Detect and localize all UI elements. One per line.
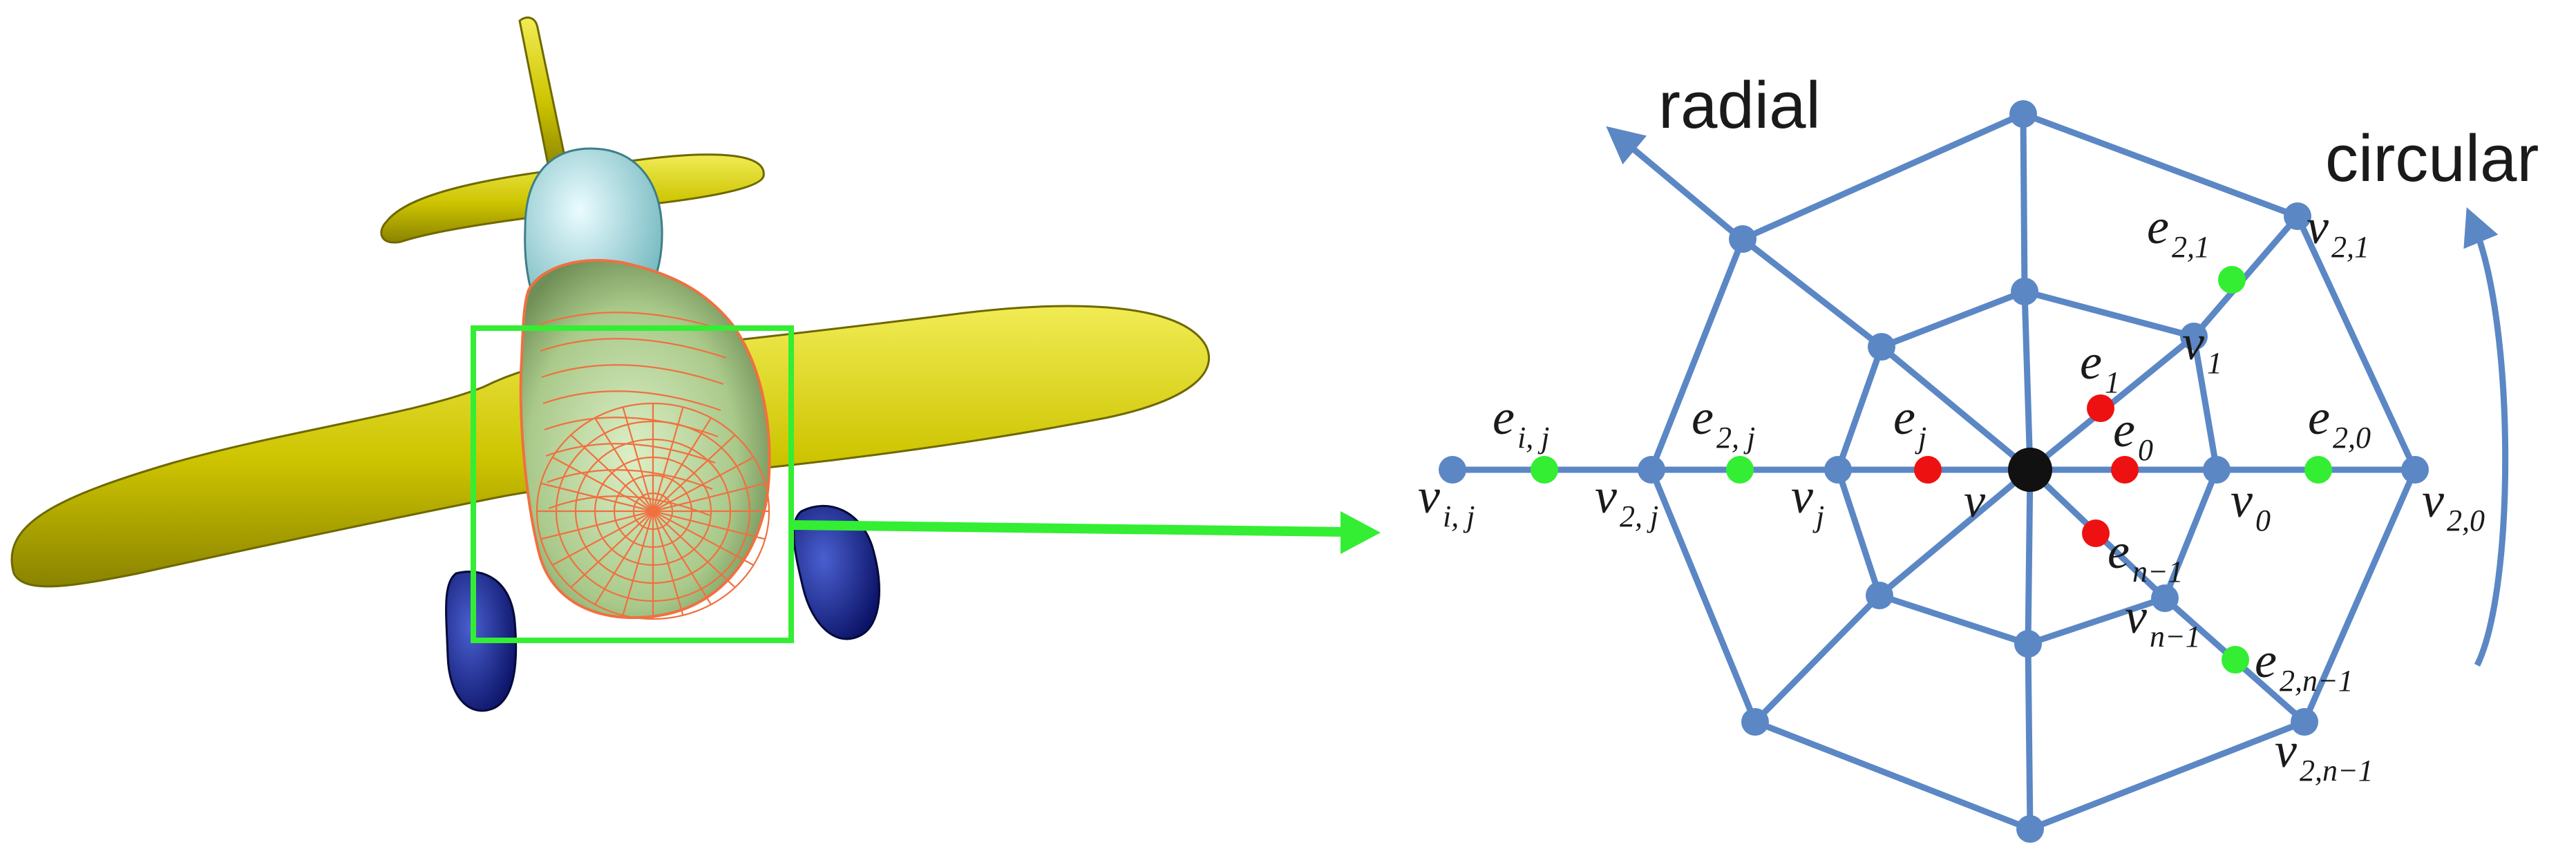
vertex-edge-labels: vi, j v2, j vj v0 v2,0 v1 v2,1 vn−1 v2,n−1 ei, j e… (1418, 199, 2485, 788)
label-v-n1: vn−1 (2125, 589, 2201, 654)
vertex-v20 (2401, 456, 2429, 484)
mesh-edge-vB1-vn1 (2025, 595, 2168, 647)
label-e-j: ej (1893, 390, 1926, 455)
edge-point-e_1 (2087, 394, 2114, 422)
mesh-edge-vTL1-vj (1835, 343, 1885, 473)
mesh-edge-v21-vT2 (2020, 111, 2301, 220)
vertex-v2j (1638, 456, 1665, 484)
vertex-center (2008, 448, 2052, 492)
label-e-21: e2,1 (2147, 199, 2210, 264)
label-e-2j: e2, j (1692, 390, 1755, 455)
circular-label: circular (2325, 122, 2539, 195)
vertex-vT1 (2011, 278, 2038, 305)
mesh-edge-v-vB1 (2025, 466, 2034, 647)
mesh-edge-vj-vBL1 (1835, 466, 1883, 599)
vertex-vj (1824, 456, 1852, 484)
label-e-ij: ei, j (1493, 390, 1549, 455)
radial-label: radial (1658, 68, 1821, 142)
vertex-vij (1439, 456, 1466, 484)
highlight-box (471, 325, 794, 643)
vertex-vTL2 (1729, 225, 1756, 253)
fuselage (519, 259, 771, 620)
radial-arrow (1606, 126, 1743, 242)
vertex-vTL1 (1868, 333, 1895, 361)
edge-point-e_2j (1726, 456, 1754, 484)
label-v-2j: v2, j (1595, 468, 1658, 533)
label-v-20: v2,0 (2422, 473, 2485, 537)
label-e-n1: en−1 (2108, 524, 2184, 589)
label-v-0: v0 (2231, 473, 2271, 537)
mesh-edge-v-vT1 (2021, 288, 2034, 473)
edge-point-e_0 (2111, 456, 2139, 484)
label-e-0: e0 (2113, 402, 2153, 467)
zoom-arrow-head (1341, 511, 1381, 554)
vertex-vB2 (2016, 815, 2044, 843)
mesh-edge-vTL2-v2j (1648, 236, 1746, 473)
label-v-1: v1 (2182, 315, 2222, 380)
mesh-edge-vTL1-vTL2 (1739, 236, 1885, 350)
mesh-edge-vn1-v0 (2161, 466, 2220, 602)
airplane-illustration (10, 16, 1381, 712)
mesh-edge-vBL1-vB1 (1876, 592, 2032, 647)
vertex-v1 (2180, 323, 2208, 350)
mesh-edge-v2j-vBL2 (1648, 466, 1759, 725)
zoom-arrow (793, 520, 1345, 537)
mesh-edge-vT1-vT2 (2020, 111, 2028, 295)
mesh-edge-v0-v1 (2190, 333, 2220, 473)
vertex-v0 (2203, 456, 2231, 484)
mesh-edge-vBL2-vB2 (1752, 718, 2034, 832)
edge-point-e_n1 (2082, 519, 2110, 547)
mesh-edge-vBL1-vBL2 (1752, 592, 1883, 725)
mesh-edge-v20-v21 (2294, 213, 2418, 473)
mesh-edge-v1-v21 (2190, 213, 2301, 340)
mesh-edge-vT1-vTL1 (1878, 288, 2028, 350)
label-e-1: e1 (2080, 334, 2120, 399)
mesh-edge-v-vBL1 (1876, 466, 2034, 599)
tail-fin (518, 16, 568, 173)
mesh-edge-vT2-vTL2 (1739, 111, 2027, 242)
edge-point-e_ij (1531, 456, 1558, 484)
mesh-edge-vB1-vB2 (2025, 640, 2034, 832)
label-e-20: e2,0 (2308, 390, 2371, 455)
vertex-vn1 (2151, 584, 2179, 612)
vertex-vB1 (2014, 630, 2042, 658)
vertex-vBL2 (1741, 708, 1769, 736)
vertex-v2n1 (2291, 708, 2318, 736)
label-v-j: vj (1791, 468, 1824, 533)
mesh-edge-v1-vT1 (2021, 288, 2197, 340)
edge-points (1531, 266, 2332, 674)
mesh-edge-vB2-v2n1 (2027, 718, 2308, 832)
circular-arrow (2463, 207, 2509, 667)
edge-point-e_2n1 (2222, 646, 2249, 674)
edge-point-e_21 (2218, 266, 2246, 294)
mesh-diagram: radial circular v vi, j v2, j vj v0 v2,0 v1 v2… (1418, 68, 2539, 843)
vertex-vT2 (2009, 100, 2037, 128)
label-v-ij: vi, j (1418, 468, 1475, 533)
label-v-21: v2,1 (2307, 199, 2369, 264)
vertex-vBL1 (1866, 582, 1893, 609)
edge-point-e_20 (2304, 456, 2332, 484)
label-v-2n1: v2,n−1 (2275, 723, 2374, 788)
vertex-v21 (2284, 202, 2311, 230)
center-vertex-label: v (1964, 475, 1986, 528)
mesh-edge-v-vTL1 (1878, 343, 2034, 473)
mesh-edge-v2n1-v20 (2301, 466, 2418, 725)
right-wheel (793, 504, 880, 640)
edge-point-e_j (1914, 456, 1942, 484)
mesh-nodes (1439, 100, 2429, 843)
label-e-2n1: e2,n−1 (2255, 633, 2354, 698)
